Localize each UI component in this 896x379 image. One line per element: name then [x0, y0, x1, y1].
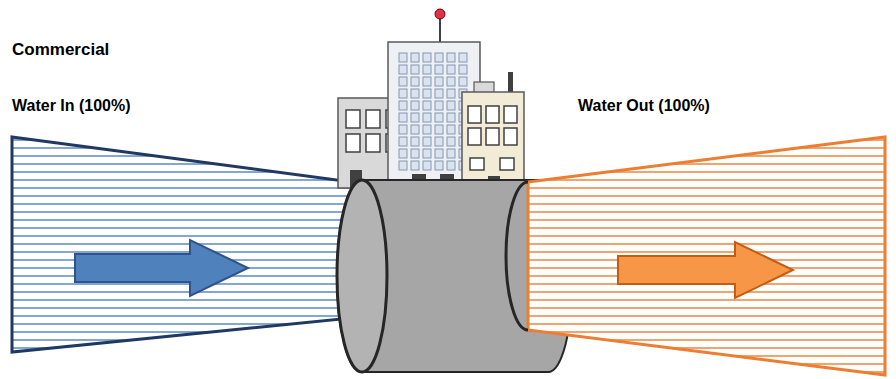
buildings [338, 9, 524, 188]
window [470, 158, 484, 170]
right-building [462, 92, 524, 188]
cylinder-end [337, 180, 387, 372]
chimney [508, 72, 513, 94]
inflow-arrow [75, 240, 248, 296]
antenna-light [435, 9, 445, 19]
cylinder-rim [506, 182, 528, 330]
antenna [439, 18, 441, 42]
inflow-band [12, 137, 352, 352]
window [500, 158, 514, 170]
flow-label: Water In (100%) [12, 96, 131, 115]
windows [466, 104, 520, 148]
outflow-band [528, 137, 885, 375]
heading: Commercial [12, 40, 109, 60]
outflow-arrow [618, 242, 793, 298]
flow-label: Water Out (100%) [578, 96, 710, 115]
windows [398, 52, 470, 172]
